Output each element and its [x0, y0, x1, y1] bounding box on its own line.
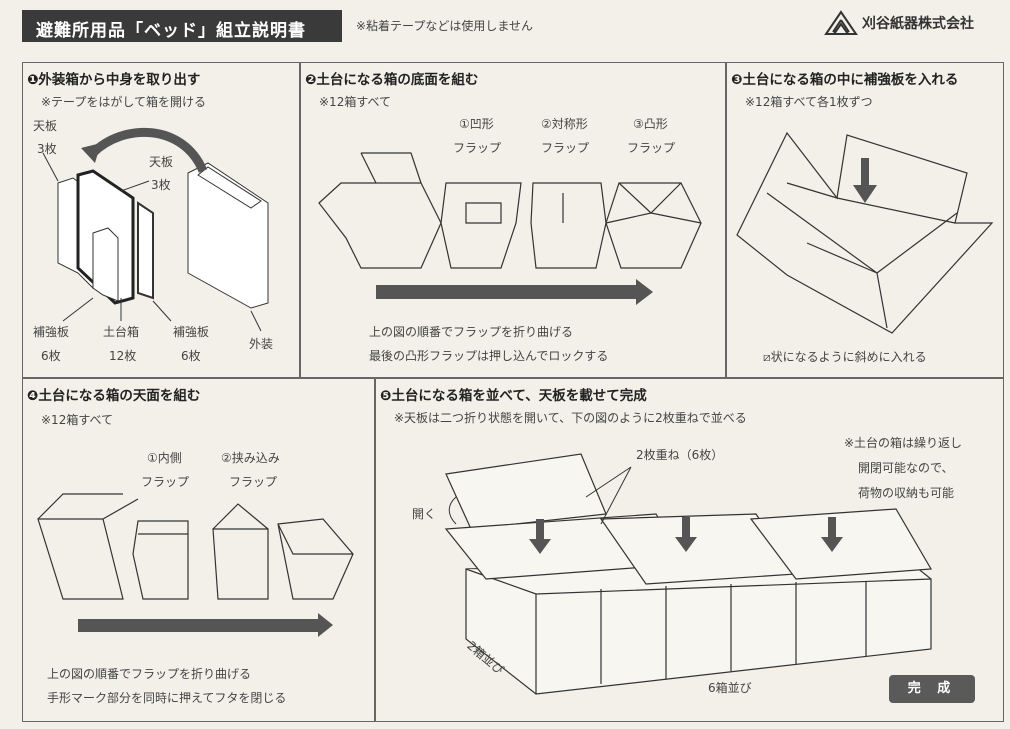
- step-2-panel: ❷土台になる箱の底面を組む ※12箱すべて ①凹形 フラップ ②対称形 フラップ…: [300, 62, 726, 378]
- side-note-2: 開閉可能なので、: [858, 461, 954, 475]
- label-top-board: 天板: [149, 155, 174, 169]
- top-fold-illustration: [37, 493, 354, 637]
- stack-label: 2枚重ね（6枚）: [636, 448, 724, 462]
- bottom-fold-illustration: [318, 152, 702, 305]
- side-note-1: ※土台の箱は繰り返し: [844, 436, 963, 450]
- step-2-note: ※12箱すべて: [319, 95, 392, 109]
- label-count: 6枚: [41, 349, 61, 363]
- flap-label-convex: ③凸形: [633, 117, 668, 131]
- document-title: 避難所用品「ベッド」組立説明書: [22, 10, 342, 42]
- flap-label-tuck: ②挟み込み: [221, 451, 280, 465]
- row-6-label: 6箱並び: [708, 681, 752, 695]
- label-count: 3枚: [37, 142, 57, 156]
- step-1-panel: ❶外装箱から中身を取り出す ※テープをはがして箱を開ける 天板 3枚 天板 3枚…: [22, 62, 300, 378]
- header-note: ※粘着テープなどは使用しません: [356, 19, 533, 33]
- flap-label: フラップ: [229, 475, 278, 489]
- flap-label-symmetric: ②対称形: [541, 117, 588, 131]
- step-5-panel: ❺土台になる箱を並べて、天板を載せて完成 ※天板は二つ折り状態を開いて、下の図の…: [375, 378, 1004, 722]
- step-2-desc-1: 上の図の順番でフラップを折り曲げる: [369, 325, 574, 339]
- step-4-desc-1: 上の図の順番でフラップを折り曲げる: [47, 667, 252, 681]
- step-3-note: ※12箱すべて各1枚ずつ: [745, 95, 873, 109]
- flap-label: フラップ: [141, 475, 190, 489]
- step-5-note: ※天板は二つ折り状態を開いて、下の図のように2枚重ねで並べる: [394, 411, 747, 425]
- logo-mark-icon: [824, 10, 858, 35]
- step-1-note: ※テープをはがして箱を開ける: [41, 95, 206, 109]
- flap-label-concave: ①凹形: [459, 117, 494, 131]
- label-reinforce: 補強板: [33, 325, 70, 339]
- flap-label: フラップ: [627, 141, 676, 155]
- label-count: 3枚: [151, 178, 171, 192]
- company-logo: 刈谷紙器株式会社: [824, 10, 974, 36]
- step-4-note: ※12箱すべて: [41, 413, 114, 427]
- flap-label-inner: ①内側: [147, 451, 182, 465]
- label-count: 6枚: [181, 349, 201, 363]
- assembly-illustration: [444, 453, 933, 695]
- flap-label: フラップ: [453, 141, 502, 155]
- step-3-panel: ❸土台になる箱の中に補強板を入れる ※12箱すべて各1枚ずつ ⧄状になるように斜…: [726, 62, 1004, 378]
- step-4-title: ❹土台になる箱の天面を組む: [27, 388, 201, 404]
- step-4-panel: ❹土台になる箱の天面を組む ※12箱すべて ①内側 フラップ ②挟み込み フラッ…: [22, 378, 375, 722]
- open-label: 開く: [412, 507, 437, 521]
- label-outer-box: 外装: [249, 337, 274, 351]
- step-4-desc-2: 手形マーク部分を同時に押えてフタを閉じる: [47, 691, 287, 705]
- label-count: 12枚: [109, 349, 137, 363]
- step-2-desc-2: 最後の凸形フラップは押し込んでロックする: [369, 349, 609, 363]
- side-note-3: 荷物の収納も可能: [858, 486, 955, 500]
- flap-label: フラップ: [541, 141, 590, 155]
- company-name: 刈谷紙器株式会社: [862, 16, 974, 32]
- label-reinforce: 補強板: [173, 325, 210, 339]
- reinforce-insert-illustration: [736, 131, 994, 334]
- complete-badge: 完 成: [889, 675, 975, 703]
- unpack-illustration: [42, 127, 269, 332]
- step-2-title: ❷土台になる箱の底面を組む: [305, 72, 479, 88]
- label-top-board: 天板: [33, 119, 58, 133]
- step-1-title: ❶外装箱から中身を取り出す: [27, 72, 201, 88]
- step-5-title: ❺土台になる箱を並べて、天板を載せて完成: [380, 388, 647, 404]
- label-base-box: 土台箱: [103, 325, 140, 339]
- step-3-desc: ⧄状になるように斜めに入れる: [763, 350, 927, 364]
- step-3-title: ❸土台になる箱の中に補強板を入れる: [731, 72, 959, 88]
